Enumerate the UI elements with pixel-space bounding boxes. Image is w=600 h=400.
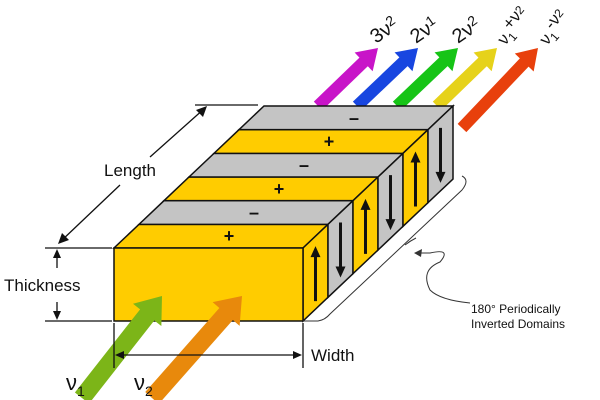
- annotation-line2: Inverted Domains: [471, 317, 565, 331]
- domain-sign: –: [249, 203, 259, 223]
- thickness-arrow-up-icon: [53, 249, 61, 258]
- domain-sign: +: [274, 179, 285, 199]
- output-label-3nu2: 3ν2: [365, 12, 403, 48]
- width-label: Width: [311, 346, 354, 365]
- top-domain-negative: [137, 199, 355, 226]
- polarization-up-arrow-icon: [410, 151, 421, 207]
- polarization-up-arrow-icon: [310, 246, 321, 302]
- domain-sign: –: [349, 108, 359, 128]
- input-arrow-nu1: [74, 296, 162, 400]
- thickness-arrow-down-icon: [53, 311, 61, 320]
- width-arrow-left-icon: [115, 351, 124, 359]
- input-label-nu2: ν2: [134, 370, 153, 399]
- output-arrow-difference: [457, 48, 538, 133]
- output-arrow-3nu2: [313, 48, 378, 111]
- length-label: Length: [104, 161, 156, 180]
- output-arrow-2nu1: [352, 48, 418, 111]
- leader-arrowhead-icon: [414, 249, 422, 257]
- output-label-2nu1: 2ν1: [405, 12, 443, 48]
- output-label-2nu2: 2ν2: [447, 12, 485, 48]
- top-domain-negative: [237, 105, 455, 131]
- annotation-line1: 180° Periodically: [471, 302, 561, 316]
- output-arrow-2nu2: [392, 48, 458, 111]
- length-dimension: [45, 104, 258, 249]
- polarization-down-arrow-icon: [435, 127, 446, 183]
- thickness-label: Thickness: [4, 276, 81, 295]
- output-label-sum: ν1+ν2: [489, 1, 537, 50]
- domain-bracket-outline: [303, 175, 467, 322]
- input-label-nu1: ν1: [66, 370, 85, 399]
- input-arrow-nu2: [145, 296, 242, 400]
- output-label-difference: ν1-ν2: [531, 5, 576, 51]
- length-arrowhead-top-icon: [196, 106, 207, 117]
- polarization-down-arrow-icon: [385, 175, 396, 231]
- domain-sign: +: [324, 132, 335, 152]
- top-domain-positive: [212, 128, 430, 155]
- domain-sign: –: [299, 155, 309, 175]
- top-domain-positive: [162, 176, 380, 202]
- leader-line: [418, 251, 471, 304]
- top-domain-negative: [187, 152, 405, 178]
- output-arrow-sum: [432, 48, 497, 111]
- polarization-up-arrow-icon: [360, 198, 371, 254]
- polarization-down-arrow-icon: [335, 222, 346, 278]
- top-domain-positive: [112, 223, 330, 249]
- width-arrow-right-icon: [293, 351, 302, 359]
- length-arrowhead-bottom-icon: [58, 233, 69, 244]
- crystal-block: [74, 48, 538, 400]
- domain-sign: +: [224, 226, 235, 246]
- width-dimension: [113, 323, 304, 368]
- domain-signs: +–+–+–: [224, 108, 446, 302]
